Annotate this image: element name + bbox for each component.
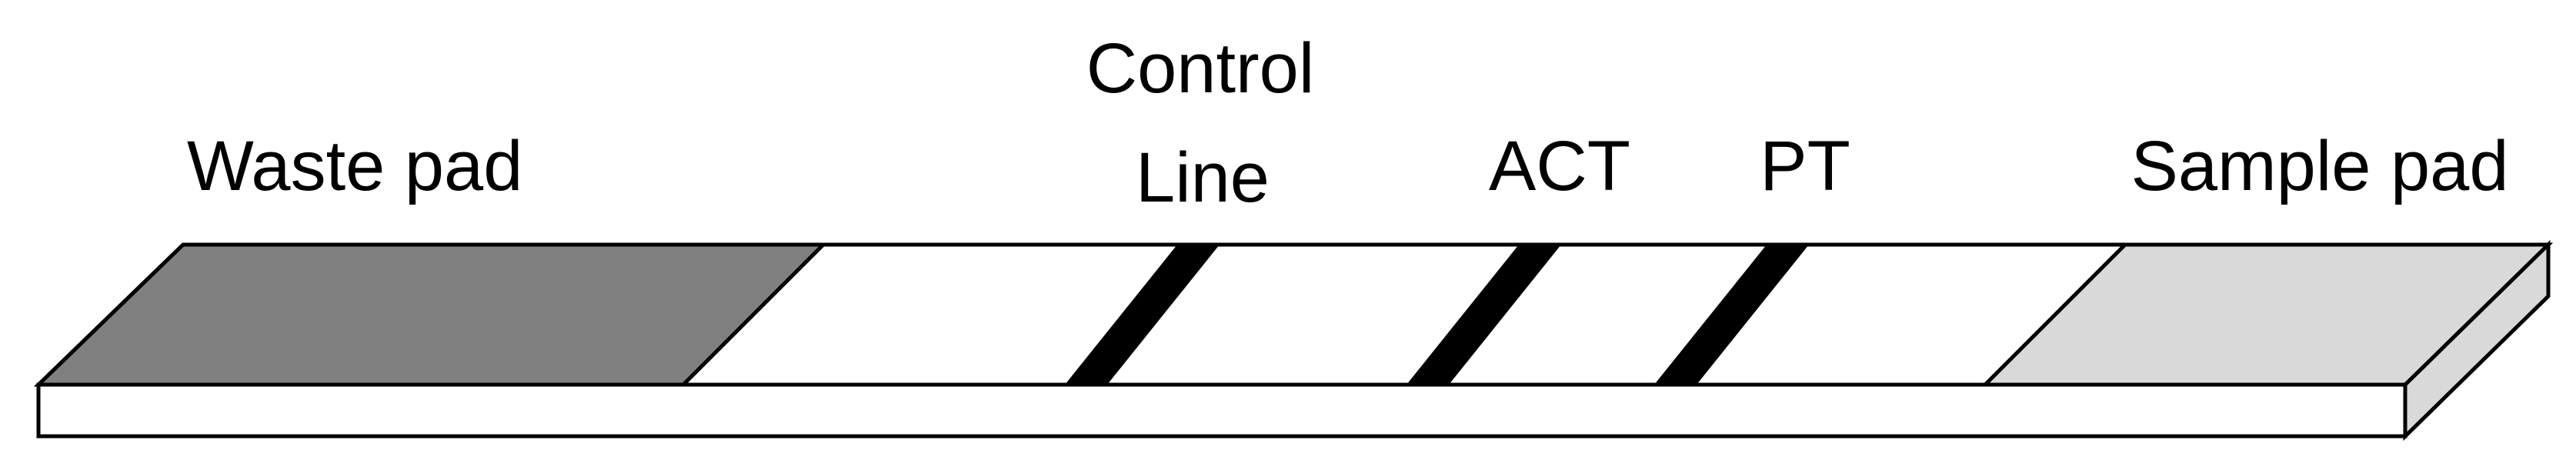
- control-line-label-line1: Control: [1086, 29, 1315, 108]
- pt-line-band: [1654, 245, 1809, 385]
- sample-pad-label: Sample pad: [2131, 127, 2509, 205]
- waste-pad-label: Waste pad: [187, 127, 522, 205]
- act-label: ACT: [1489, 127, 1630, 205]
- waste-pad: [33, 242, 829, 387]
- pt-label: PT: [1760, 127, 1850, 205]
- control-line-label-line2: Line: [1136, 138, 1270, 217]
- strip-side-face: [2403, 240, 2551, 441]
- act-line-band: [1406, 245, 1561, 385]
- strip-front-face: [36, 382, 2407, 439]
- control-line-band: [1065, 245, 1220, 385]
